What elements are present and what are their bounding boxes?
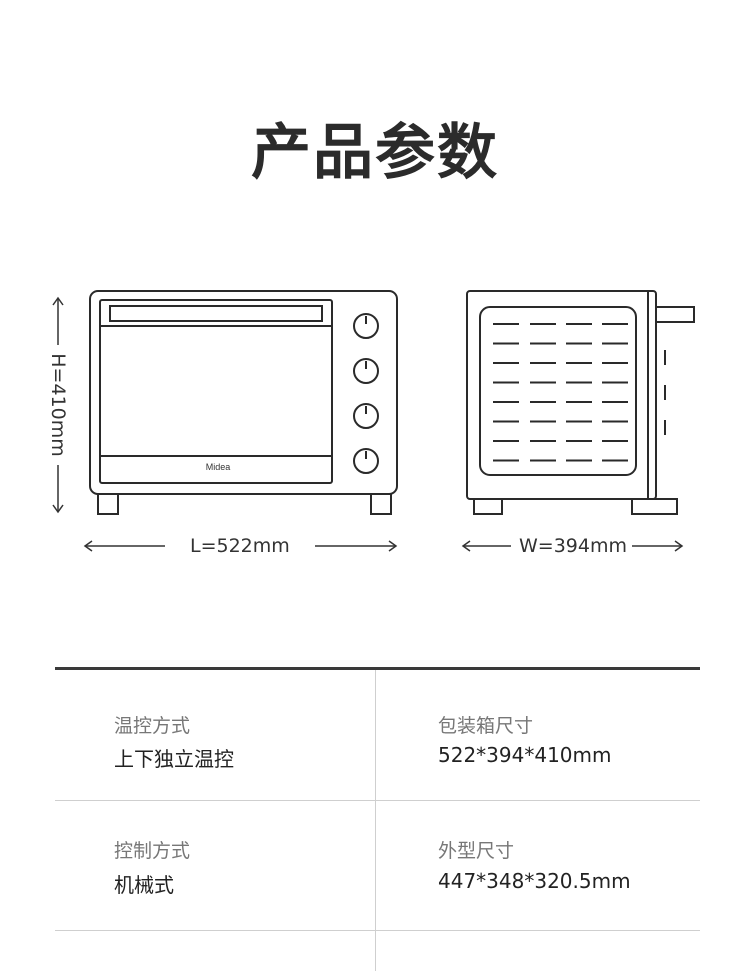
spec-value: 上下独立温控 <box>114 747 234 771</box>
page-title: 产品参数 <box>251 118 499 188</box>
spec-label: 控制方式 <box>114 840 191 862</box>
vent-slots <box>493 323 628 462</box>
table-row-divider <box>55 930 700 931</box>
spec-value: 522*394*410mm <box>438 743 612 767</box>
table-column-divider <box>375 670 376 971</box>
length-arrow <box>83 540 398 552</box>
spec-table <box>55 667 700 974</box>
spec-label: 温控方式 <box>114 715 191 737</box>
table-row-divider <box>55 800 700 801</box>
width-arrow <box>461 540 684 552</box>
spec-label: 包装箱尺寸 <box>438 715 534 737</box>
spec-value: 机械式 <box>114 873 174 897</box>
oven-dimension-drawing: Midea <box>52 290 695 552</box>
oven-side-view <box>466 290 695 515</box>
length-label: L=522mm <box>190 535 290 557</box>
spec-value: 447*348*320.5mm <box>438 869 631 893</box>
spec-label: 外型尺寸 <box>438 840 515 862</box>
brand-logo: Midea <box>206 462 231 472</box>
width-label: W=394mm <box>519 535 627 557</box>
height-label: H=410mm <box>47 353 69 457</box>
height-arrow <box>52 296 64 514</box>
oven-front-view <box>89 290 398 515</box>
